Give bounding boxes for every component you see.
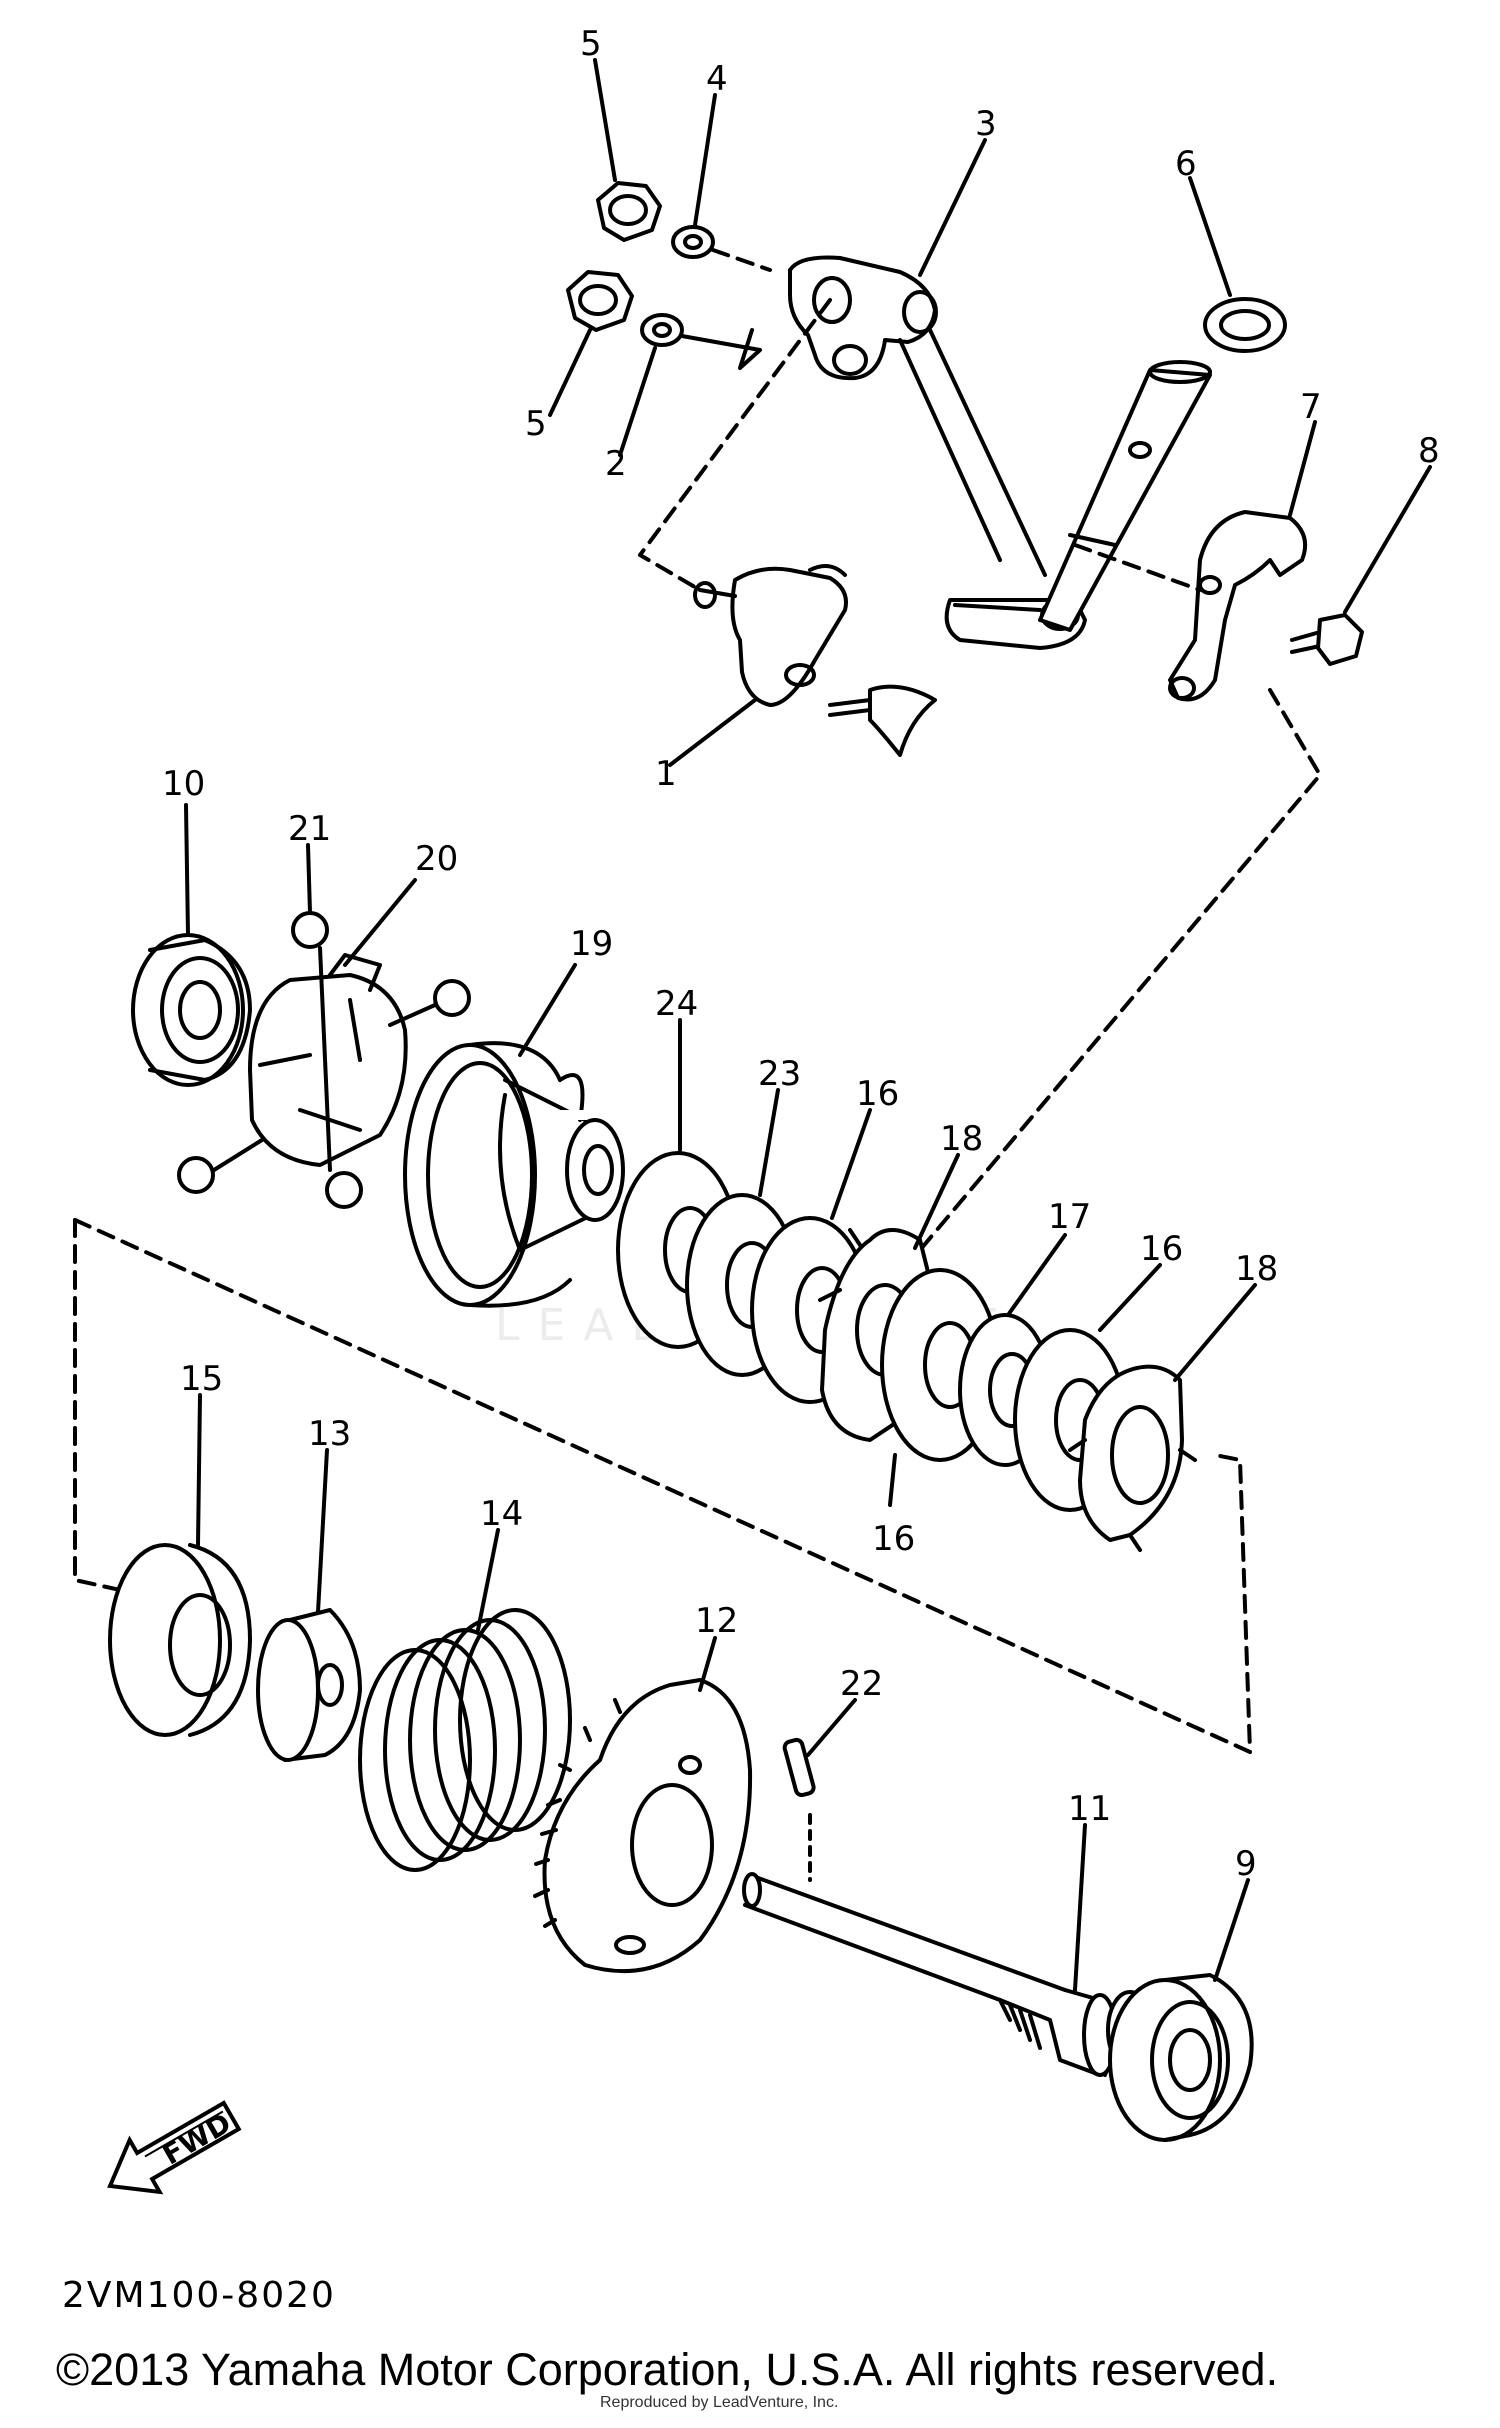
- label-16-c: 16: [872, 1519, 915, 1559]
- part-13-collar: [256, 1608, 362, 1762]
- part-14-spring: [358, 1608, 572, 1872]
- part-20-cam: [248, 953, 408, 1167]
- fwd-label: FWD: [157, 2106, 237, 2171]
- label-2: 2: [605, 444, 627, 484]
- label-18-b: 18: [1235, 1249, 1278, 1289]
- label-19: 19: [570, 924, 613, 964]
- label-16-b: 16: [1140, 1229, 1183, 1269]
- label-16-a: 16: [856, 1074, 899, 1114]
- shift-shaft: [1038, 360, 1212, 632]
- part-22-pin: [782, 1737, 816, 1882]
- part-8-bolt: [1290, 613, 1364, 666]
- label-5-lower: 5: [525, 404, 547, 444]
- label-20: 20: [415, 839, 458, 879]
- label-4: 4: [706, 59, 728, 99]
- label-7: 7: [1300, 387, 1322, 427]
- label-24: 24: [655, 984, 698, 1024]
- part-12-gear: [533, 1678, 753, 1974]
- label-17: 17: [1048, 1197, 1091, 1237]
- label-12: 12: [695, 1601, 738, 1641]
- part-5-nut-top: [596, 181, 662, 242]
- part-9-bearing: [1108, 1973, 1254, 2142]
- label-10: 10: [162, 764, 205, 804]
- copyright-notice: ©2013 Yamaha Motor Corporation, U.S.A. A…: [56, 2344, 1279, 2395]
- label-18-a: 18: [940, 1119, 983, 1159]
- part-7-stopper-lever: [1073, 510, 1307, 702]
- drawing-code: 2VM100-8020: [62, 2275, 336, 2316]
- label-8: 8: [1418, 431, 1440, 471]
- part-15-seal: [108, 1543, 252, 1737]
- label-3: 3: [975, 104, 997, 144]
- part-10-bearing: [131, 933, 252, 1087]
- reproduced-note: Reproduced by LeadVenture, Inc.: [600, 2394, 839, 2411]
- label-14: 14: [480, 1494, 523, 1534]
- label-15: 15: [180, 1359, 223, 1399]
- label-22: 22: [840, 1664, 883, 1704]
- part-19-hub: [403, 1041, 625, 1308]
- label-5-top: 5: [580, 24, 602, 64]
- part-21-balls: [177, 911, 471, 1209]
- label-13: 13: [308, 1414, 351, 1454]
- part-5-nut-lower: [566, 270, 634, 332]
- label-1: 1: [655, 754, 677, 794]
- fwd-arrow-icon: FWD: [107, 2100, 242, 2195]
- label-6: 6: [1175, 144, 1197, 184]
- part-11-shaft: [742, 1872, 1154, 2077]
- part-4-washer: [671, 225, 715, 259]
- part-18-friction-plate-b: [1068, 1364, 1197, 1552]
- screw-near-1: [828, 684, 937, 757]
- part-1-stopper-plate: [693, 564, 848, 707]
- part-2-washer: [640, 313, 684, 347]
- label-23: 23: [758, 1054, 801, 1094]
- label-21: 21: [288, 809, 331, 849]
- part-6-oil-seal: [1203, 297, 1287, 353]
- label-9: 9: [1235, 1844, 1257, 1884]
- label-11: 11: [1068, 1789, 1111, 1829]
